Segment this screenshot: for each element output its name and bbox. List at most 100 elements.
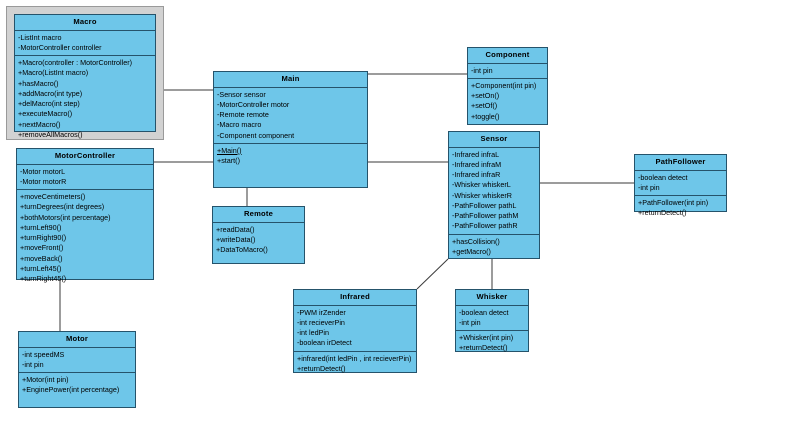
method-row: +returnDetect()	[459, 343, 508, 353]
method-row: +returnDetect()	[297, 363, 346, 373]
attribute-row: -int pin	[471, 65, 493, 75]
method-row: +moveFront()	[20, 243, 64, 253]
attribute-row: -PathFollower pathR	[452, 221, 518, 231]
method-row: +turnRight90()	[20, 233, 67, 243]
methods-compartment-whisker: +Whisker(int pin)+returnDetect()	[456, 331, 528, 355]
method-row: +getMacro()	[452, 246, 491, 256]
attribute-row: -Component component	[217, 130, 295, 140]
method-row: +Macro(controller : MotorController)	[18, 58, 133, 68]
method-row: +Motor(int pin)	[22, 375, 69, 385]
method-row: +Whisker(int pin)	[459, 333, 514, 343]
class-name-sensor: Sensor	[449, 132, 539, 148]
method-row: +hasCollision()	[452, 236, 500, 246]
methods-compartment-sensor: +hasCollision()+getMacro()	[449, 235, 539, 259]
attributes-compartment-pathfollower: -boolean detect-int pin	[635, 171, 726, 197]
method-row: +turnLeft90()	[20, 222, 62, 232]
attribute-row: -PWM irZender	[297, 307, 346, 317]
class-box-sensor[interactable]: Sensor-Infrared infraL-Infrared infraM-I…	[448, 131, 540, 259]
attribute-row: -int pin	[459, 318, 481, 327]
methods-compartment-remote: +readData()+writeData()+DataToMacro()	[213, 223, 304, 258]
connector-sensor-infrared	[416, 258, 449, 290]
attribute-row: -boolean detect	[459, 307, 509, 317]
class-box-macro[interactable]: Macro-ListInt macro-MotorController cont…	[14, 14, 156, 139]
method-row: +moveBack()	[20, 253, 63, 263]
attribute-row: -int recieverPin	[297, 318, 345, 327]
attribute-row: -int pin	[638, 183, 660, 192]
attribute-row: -Macro macro	[217, 120, 262, 130]
method-row: +addMacro(int type)	[18, 88, 83, 98]
attributes-compartment-whisker: -boolean detect-int pin	[456, 306, 528, 332]
methods-compartment-motorcontroller: +moveCentimeters()+turnDegrees(int degre…	[17, 190, 153, 286]
method-row: +bothMotors(int percentage)	[20, 212, 111, 222]
attribute-row: -int pin	[22, 360, 44, 369]
method-row: +DataToMacro()	[216, 245, 268, 255]
attribute-row: -Infrared infraR	[452, 170, 501, 180]
attribute-row: -Remote remote	[217, 110, 269, 120]
method-row: +removeAllMacros()	[18, 129, 83, 139]
methods-compartment-infrared: +infrared(int ledPin , int recieverPin)+…	[294, 352, 416, 376]
method-row: +nextMacro()	[18, 119, 61, 129]
attribute-row: -Whisker whiskerR	[452, 190, 512, 200]
attribute-row: -ListInt macro	[18, 32, 62, 42]
attribute-row: -boolean detect	[638, 172, 688, 182]
attribute-row: -PathFollower pathM	[452, 211, 519, 221]
class-name-whisker: Whisker	[456, 290, 528, 306]
method-row: +turnLeft45()	[20, 263, 62, 273]
class-name-macro: Macro	[15, 15, 155, 31]
attributes-compartment-component: -int pin	[468, 64, 547, 79]
class-box-component[interactable]: Component-int pin+Component(int pin)+set…	[467, 47, 548, 125]
method-row: +Component(int pin)	[471, 81, 537, 90]
attribute-row: -boolean irDetect	[297, 338, 352, 348]
method-row: +returnDetect()	[638, 208, 687, 218]
attribute-row: -Whisker whiskerL	[452, 180, 511, 190]
attribute-row: -Motor motorL	[20, 166, 66, 176]
attribute-row: -int ledPin	[297, 328, 329, 338]
class-box-pathfollower[interactable]: PathFollower-boolean detect-int pin+Path…	[634, 154, 727, 217]
attribute-row: -MotorController controller	[18, 43, 102, 52]
attribute-row: -Sensor sensor	[217, 89, 266, 99]
attributes-compartment-motorcontroller: -Motor motorL-Motor motorR	[17, 165, 153, 191]
class-box-remote[interactable]: Remote+readData()+writeData()+DataToMacr…	[212, 206, 305, 264]
class-name-motor: Motor	[19, 332, 135, 348]
method-row: +setOn()	[471, 91, 500, 101]
attributes-compartment-sensor: -Infrared infraL-Infrared infraM-Infrare…	[449, 148, 539, 235]
attribute-row: -Motor motorR	[20, 177, 67, 186]
method-row: +Main()	[217, 145, 242, 155]
attribute-row: -MotorController motor	[217, 100, 290, 109]
methods-compartment-motor: +Motor(int pin)+EnginePower(int percenta…	[19, 373, 135, 397]
attribute-row: -int speedMS	[22, 349, 65, 359]
attributes-compartment-infrared: -PWM irZender-int recieverPin-int ledPin…	[294, 306, 416, 352]
method-row: +turnDegrees(int degrees)	[20, 202, 105, 212]
method-row: +EnginePower(int percentage)	[22, 385, 120, 395]
method-row: +start()	[217, 156, 240, 166]
attribute-row: -PathFollower pathL	[452, 200, 517, 210]
class-box-motorcontroller[interactable]: MotorController-Motor motorL-Motor motor…	[16, 148, 154, 283]
methods-compartment-pathfollower: +PathFollower(int pin)+returnDetect()	[635, 196, 726, 220]
method-row: +setOf()	[471, 101, 498, 111]
method-row: +turnRight45()	[20, 273, 67, 283]
class-name-component: Component	[468, 48, 547, 64]
attribute-row: -Infrared infraL	[452, 149, 500, 159]
class-name-motorcontroller: MotorController	[17, 149, 153, 165]
methods-compartment-main: +Main()+start()	[214, 144, 367, 168]
attribute-row: -Infrared infraM	[452, 160, 502, 169]
class-box-whisker[interactable]: Whisker-boolean detect-int pin+Whisker(i…	[455, 289, 529, 352]
method-row: +readData()	[216, 224, 255, 234]
method-row: +toggle()	[471, 111, 500, 121]
class-name-main: Main	[214, 72, 367, 88]
class-box-motor[interactable]: Motor-int speedMS-int pin+Motor(int pin)…	[18, 331, 136, 408]
method-row: +writeData()	[216, 235, 256, 244]
class-name-pathfollower: PathFollower	[635, 155, 726, 171]
methods-compartment-component: +Component(int pin)+setOn()+setOf()+togg…	[468, 79, 547, 124]
methods-compartment-macro: +Macro(controller : MotorController)+Mac…	[15, 56, 155, 142]
attributes-compartment-macro: -ListInt macro-MotorController controlle…	[15, 31, 155, 57]
method-row: +hasMacro()	[18, 78, 59, 88]
class-box-main[interactable]: Main-Sensor sensor-MotorController motor…	[213, 71, 368, 188]
attributes-compartment-motor: -int speedMS-int pin	[19, 348, 135, 374]
method-row: +executeMacro()	[18, 109, 73, 119]
class-box-infrared[interactable]: Infrared-PWM irZender-int recieverPin-in…	[293, 289, 417, 373]
class-name-infrared: Infrared	[294, 290, 416, 306]
method-row: +PathFollower(int pin)	[638, 198, 709, 208]
method-row: +Macro(ListInt macro)	[18, 68, 89, 78]
